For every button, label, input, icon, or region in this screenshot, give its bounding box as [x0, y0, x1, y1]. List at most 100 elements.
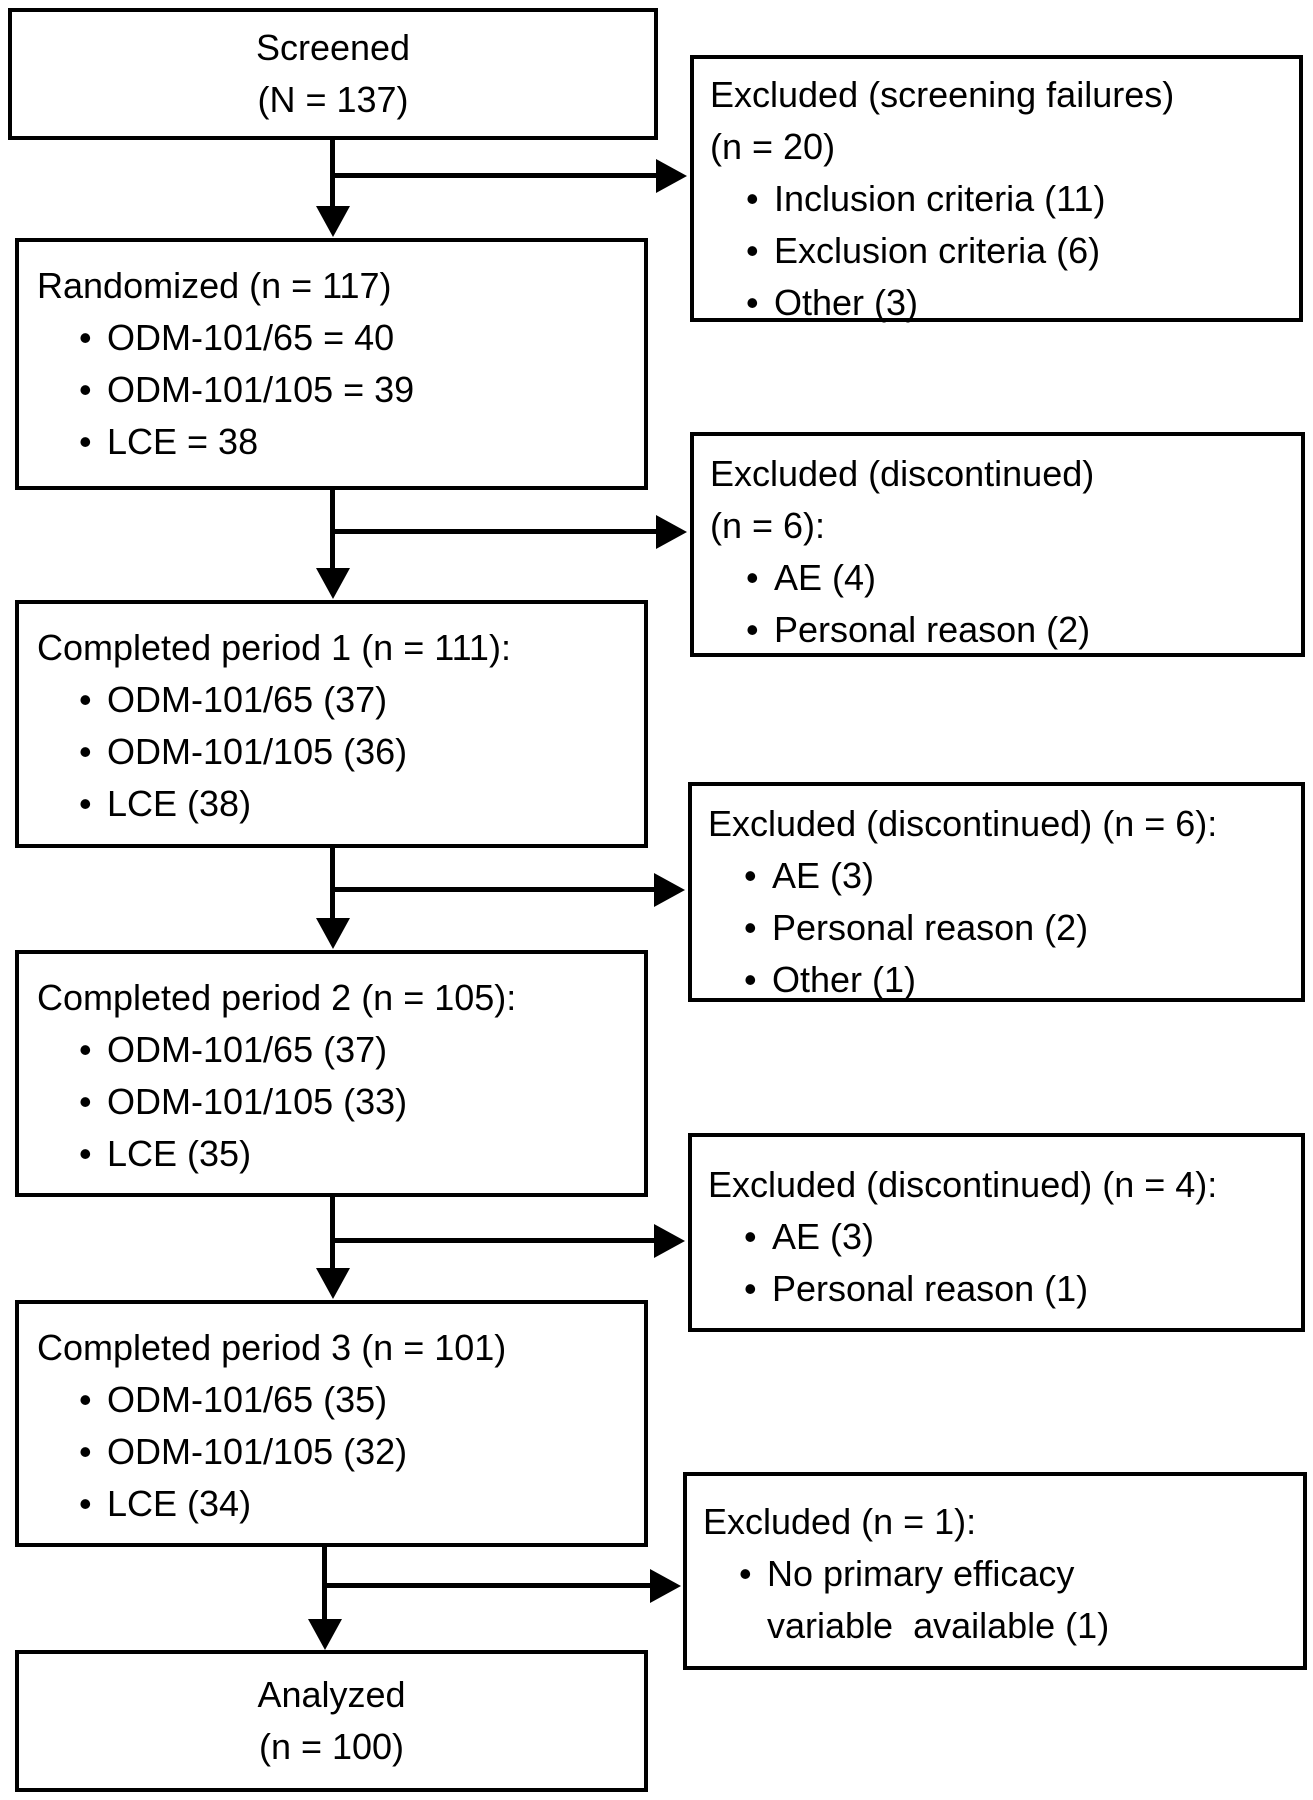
bullet-text-line: Other (1) [772, 959, 917, 1000]
bullet-icon: • [746, 557, 759, 598]
box-title-line: Excluded (n = 1): [703, 1501, 977, 1542]
box-title-line: (n = 6): [710, 505, 826, 546]
box-text-line: Analyzed [257, 1674, 406, 1715]
bullet-item: • Exclusion criteria (6) [746, 225, 1283, 277]
bullet-item: •Personal reason (1) [744, 1263, 1285, 1315]
bullet-text: LCE (35) [107, 1128, 626, 1180]
bullet-text: AE (3) [772, 850, 1285, 902]
arrow-screened-to-excluded-head [656, 159, 687, 193]
box-text-line: Screened [255, 27, 411, 68]
box-completed-period-3: Completed period 3 (n = 101) • ODM-101/65 … [15, 1300, 648, 1547]
bullet-text-line: Exclusion criteria (6) [774, 230, 1101, 271]
bullet-icon: • [79, 783, 92, 824]
bullet-text-line: AE (3) [772, 855, 875, 896]
bullet-text-line: ODM-101/105 = 39 [107, 369, 415, 410]
bullet-text-line: No primary efficacy [767, 1553, 1075, 1594]
bullet-item: • AE (4) [746, 552, 1285, 604]
bullet-text-line: LCE (34) [107, 1483, 252, 1524]
bullet-icon: • [79, 1483, 92, 1524]
bullet-icon: • [744, 1216, 757, 1257]
bullet-text-line: ODM-101/65 (37) [107, 679, 388, 720]
arrow-screened-to-randomized-head [316, 206, 350, 237]
arrow-randomized-to-excluded-head [656, 515, 687, 549]
bullet-icon: • [79, 679, 92, 720]
bullet-item: •Personal reason (2) [744, 902, 1285, 954]
arrow-randomized-to-period1-head [316, 568, 350, 599]
arrow-period2-to-period3-head [316, 1268, 350, 1299]
box-analyzed: Analyzed(n = 100) [15, 1650, 648, 1792]
box-excluded-discontinued-period-1: Excluded (discontinued) (n = 6): • AE (4) • P… [690, 432, 1305, 657]
bullet-text: Personal reason (1) [772, 1263, 1285, 1315]
bullet-text: Personal reason (2) [774, 604, 1285, 656]
arrow-period1-to-period2-stem [330, 848, 335, 920]
bullet-icon: • [746, 609, 759, 650]
bullet-item: • Personal reason (2) [746, 604, 1285, 656]
bullet-icon: • [79, 421, 92, 462]
bullet-item: • AE (3) [744, 850, 1285, 902]
box-text-line: (N = 137) [257, 79, 409, 120]
bullet-text-line: variable available (1) [767, 1605, 1110, 1646]
bullet-item: • ODM-101/105 (32) [79, 1426, 626, 1478]
arrow-period2-to-excluded-branch [330, 1238, 656, 1243]
bullet-text-line: Inclusion criteria (11) [774, 178, 1106, 219]
bullet-item: •ODM-101/105 = 39 [79, 364, 626, 416]
bullet-icon: • [79, 1081, 92, 1122]
bullet-icon: • [79, 1379, 92, 1420]
bullet-text-line: ODM-101/65 = 40 [107, 317, 395, 358]
bullet-icon: • [79, 1431, 92, 1472]
bullet-text: Inclusion criteria (11) [774, 173, 1283, 225]
bullet-icon: • [739, 1553, 752, 1594]
bullet-icon: • [79, 1133, 92, 1174]
bullet-text-line: Personal reason (2) [772, 907, 1089, 948]
bullet-item: • Other (1) [744, 954, 1285, 1006]
box-excluded-screening-failures: Excluded (screening failures)(n = 20)•In… [690, 55, 1303, 323]
arrow-period1-to-excluded-branch [330, 887, 656, 892]
bullet-text-line: Other (3) [774, 282, 919, 323]
bullet-icon: • [746, 178, 759, 219]
bullet-item: • LCE (34) [79, 1478, 626, 1530]
bullet-text: ODM-101/105 = 39 [107, 364, 626, 416]
arrow-period2-to-period3-stem [330, 1197, 335, 1270]
bullet-text-line: AE (3) [772, 1216, 875, 1257]
bullet-item: • Other (3) [746, 277, 1283, 329]
bullet-text-line: AE (4) [774, 557, 877, 598]
bullet-text-line: ODM-101/105 (32) [107, 1431, 408, 1472]
bullet-icon: • [744, 855, 757, 896]
bullet-icon: • [79, 317, 92, 358]
arrow-period3-to-analyzed-head [308, 1619, 342, 1650]
bullet-text: No primary efficacy variable available (1… [767, 1548, 1287, 1652]
bullet-text-line: Personal reason (1) [772, 1268, 1089, 1309]
bullet-text: LCE (38) [107, 778, 626, 830]
box-title-line: Excluded (discontinued) [710, 453, 1095, 494]
box-title-line: Completed period 1 (n = 111): [37, 627, 511, 668]
bullet-item: • No primary efficacy variable available (… [739, 1548, 1287, 1652]
bullet-text: ODM-101/105 (36) [107, 726, 626, 778]
bullet-icon: • [79, 731, 92, 772]
bullet-text-line: ODM-101/105 (33) [107, 1081, 408, 1122]
bullet-item: • LCE (38) [79, 778, 626, 830]
box-title-line: Excluded (discontinued) (n = 6): [708, 803, 1218, 844]
bullet-text-line: LCE (38) [107, 783, 252, 824]
bullet-text: ODM-101/65 (35) [107, 1374, 626, 1426]
bullet-text-line: ODM-101/65 (37) [107, 1029, 388, 1070]
box-excluded-final: Excluded (n = 1): • No primary efficacy var… [683, 1472, 1307, 1670]
bullet-text: Other (3) [774, 277, 1283, 329]
box-title-line: Completed period 3 (n = 101) [37, 1327, 507, 1368]
bullet-icon: • [744, 959, 757, 1000]
bullet-text: ODM-101/65 = 40 [107, 312, 626, 364]
bullet-icon: • [746, 230, 759, 271]
bullet-text-line: Personal reason (2) [774, 609, 1091, 650]
bullet-text: ODM-101/65 (37) [107, 1024, 626, 1076]
bullet-item: • LCE = 38 [79, 416, 626, 468]
box-title-line: Randomized (n = 117) [37, 265, 392, 306]
box-excluded-discontinued-period-3: Excluded (discontinued) (n = 4):•AE (3)•… [688, 1133, 1305, 1332]
box-title-line: Excluded (screening failures) [710, 74, 1175, 115]
bullet-icon: • [746, 282, 759, 323]
bullet-text: ODM-101/105 (32) [107, 1426, 626, 1478]
arrow-period1-to-period2-head [316, 918, 350, 949]
bullet-text-line: LCE = 38 [107, 421, 259, 462]
box-screened: Screened (N = 137) [8, 8, 658, 140]
bullet-item: • ODM-101/65 (35) [79, 1374, 626, 1426]
box-randomized: Randomized (n = 117)•ODM-101/65 = 40•ODM… [15, 238, 648, 490]
